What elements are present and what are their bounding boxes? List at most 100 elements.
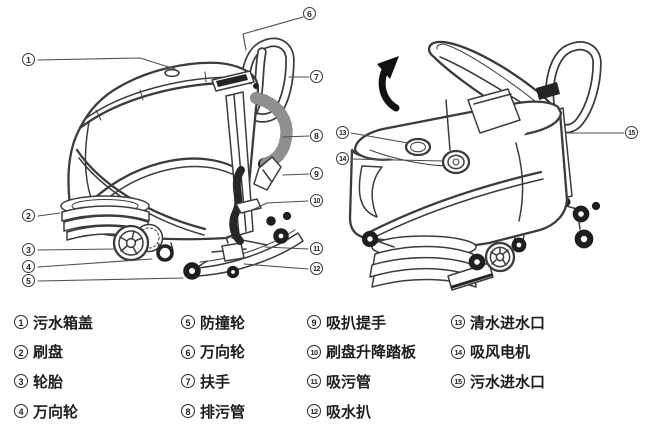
callout-12: 12 (310, 262, 323, 275)
circled-number-9: 9 (307, 315, 321, 329)
legend-item-5: 5 防撞轮 (181, 312, 245, 332)
legend-column-1: 1 污水箱盖 2 刷盘 3 轮胎 4 万向轮 (14, 312, 93, 431)
brush-lift-pedal (235, 198, 262, 214)
legend-item-11: 11 吸污管 (307, 371, 416, 391)
legend-item-4: 4 万向轮 (14, 401, 93, 421)
leader-line-9 (282, 173, 310, 176)
legend: 1 污水箱盖 2 刷盘 3 轮胎 4 万向轮 5 防撞轮 6 万向轮 7 扶手 8 排污管 9 吸扒提手 10 刷盘升… (0, 312, 650, 431)
leader-line-4 (37, 258, 153, 268)
legend-item-1: 1 污水箱盖 (14, 312, 93, 332)
legend-item-10: 10 刷盘升降踏板 (307, 342, 416, 362)
leader-lines (37, 16, 625, 282)
legend-item-9: 9 吸扒提手 (307, 312, 416, 332)
clean-water-inlet (404, 137, 432, 157)
legend-label-10: 刷盘升降踏板 (326, 344, 417, 362)
leader-line-2 (37, 212, 61, 217)
circled-number-14: 14 (451, 344, 465, 359)
leader-line-1 (37, 57, 176, 70)
brush-deck-right (369, 235, 494, 291)
callout-5: 5 (22, 274, 35, 287)
legend-item-6: 6 万向轮 (181, 342, 245, 362)
legend-label-13: 清水进水口 (470, 314, 546, 332)
leader-line-13 (350, 132, 409, 144)
bumper-wheel-right (361, 230, 395, 248)
legend-column-4: 13 清水进水口 14 吸风电机 15 污水进水口 (451, 312, 545, 401)
legend-label-7: 扶手 (200, 373, 231, 391)
legend-label-11: 吸污管 (326, 373, 372, 391)
circled-number-11: 11 (307, 374, 321, 389)
leader-line-14 (350, 158, 445, 162)
lid-open-arrow-icon (377, 56, 400, 112)
squeegee-lift-handle (253, 156, 282, 191)
callout-14: 14 (336, 152, 349, 165)
callout-3: 3 (22, 243, 35, 256)
leader-line-3 (37, 248, 116, 251)
caster-wheel (156, 242, 174, 262)
legend-label-5: 防撞轮 (200, 314, 246, 332)
callout-8: 8 (310, 129, 323, 142)
legend-label-4: 万向轮 (33, 403, 79, 421)
leader-line-5 (37, 277, 184, 282)
legend-label-2: 刷盘 (33, 344, 64, 362)
circled-number-2: 2 (14, 344, 28, 359)
legend-column-3: 9 吸扒提手 10 刷盘升降踏板 11 吸污管 12 吸水扒 (307, 312, 416, 431)
handle-bar-right (544, 41, 602, 134)
legend-column-2: 5 防撞轮 6 万向轮 7 扶手 8 排污管 (181, 312, 245, 431)
right-machine-illustration (348, 40, 602, 291)
wheels-right (468, 235, 527, 273)
tank-cover-cap (164, 68, 180, 78)
circled-number-1: 1 (14, 315, 28, 329)
legend-item-14: 14 吸风电机 (451, 342, 545, 362)
circled-number-10: 10 (307, 344, 321, 359)
legend-label-3: 轮胎 (33, 373, 64, 391)
leader-line-11 (264, 246, 309, 250)
leader-line-10 (249, 200, 309, 212)
callout-1: 1 (22, 53, 35, 66)
suction-motor (441, 149, 471, 175)
circled-number-8: 8 (181, 404, 195, 419)
tire-wheel (112, 223, 164, 262)
legend-label-9: 吸扒提手 (326, 314, 387, 332)
callout-4: 4 (22, 260, 35, 273)
legend-label-1: 污水箱盖 (33, 314, 94, 332)
callout-7: 7 (310, 70, 323, 83)
squeegee-arm (547, 197, 601, 249)
suction-hose (229, 166, 245, 245)
tank-interior (366, 88, 526, 175)
legend-item-3: 3 轮胎 (14, 371, 93, 391)
circled-number-5: 5 (181, 315, 195, 329)
legend-item-2: 2 刷盘 (14, 342, 93, 362)
callout-2: 2 (22, 209, 35, 222)
callout-9: 9 (310, 167, 323, 180)
leader-line-8 (282, 135, 310, 138)
circled-number-4: 4 (14, 404, 28, 419)
legend-item-7: 7 扶手 (181, 371, 245, 391)
callout-10: 10 (310, 194, 323, 207)
callout-6: 6 (303, 7, 316, 20)
legend-label-12: 吸水扒 (326, 403, 372, 421)
circled-number-6: 6 (181, 344, 195, 359)
circled-number-7: 7 (181, 374, 195, 389)
circled-number-15: 15 (451, 374, 465, 389)
circled-number-13: 13 (451, 315, 465, 329)
circled-number-12: 12 (307, 404, 321, 419)
legend-label-8: 排污管 (200, 403, 246, 421)
legend-label-6: 万向轮 (200, 344, 246, 362)
left-machine-illustration (60, 37, 304, 280)
legend-item-15: 15 污水进水口 (451, 371, 545, 391)
callout-13: 13 (336, 126, 349, 139)
legend-label-15: 污水进水口 (470, 373, 546, 391)
legend-item-13: 13 清水进水口 (451, 312, 545, 332)
legend-item-12: 12 吸水扒 (307, 401, 416, 421)
callout-11: 11 (310, 242, 323, 255)
legend-label-14: 吸风电机 (470, 344, 531, 362)
leader-line-12 (243, 263, 309, 270)
leader-line-6 (242, 16, 304, 51)
callout-15: 15 (625, 126, 638, 139)
circled-number-3: 3 (14, 374, 28, 389)
legend-item-8: 8 排污管 (181, 401, 245, 421)
machine-body (67, 61, 260, 241)
